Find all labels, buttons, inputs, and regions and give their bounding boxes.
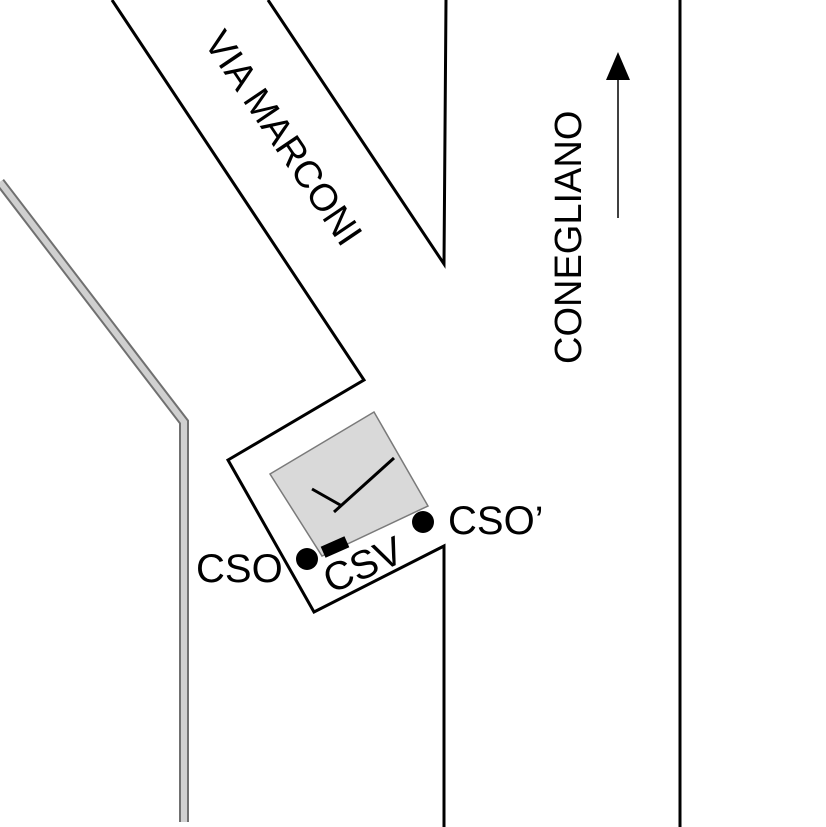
cso-marker — [296, 548, 318, 570]
conegliano-label: CONEGLIANO — [548, 111, 590, 364]
cso-prime-label: CSO’ — [448, 499, 544, 543]
cso-prime-marker — [412, 511, 434, 533]
cso-label: CSO — [196, 547, 283, 591]
church-building — [268, 410, 430, 557]
arrow-up-icon — [606, 52, 630, 218]
via-marconi-west-edge — [110, 0, 446, 827]
gray-boundary-line — [0, 178, 189, 822]
cross-icon — [311, 456, 396, 514]
csv-sensor-marker — [320, 536, 350, 558]
via-marconi-east-edge — [266, 0, 448, 269]
via-marconi-label: VIA MARCONI — [196, 24, 370, 254]
